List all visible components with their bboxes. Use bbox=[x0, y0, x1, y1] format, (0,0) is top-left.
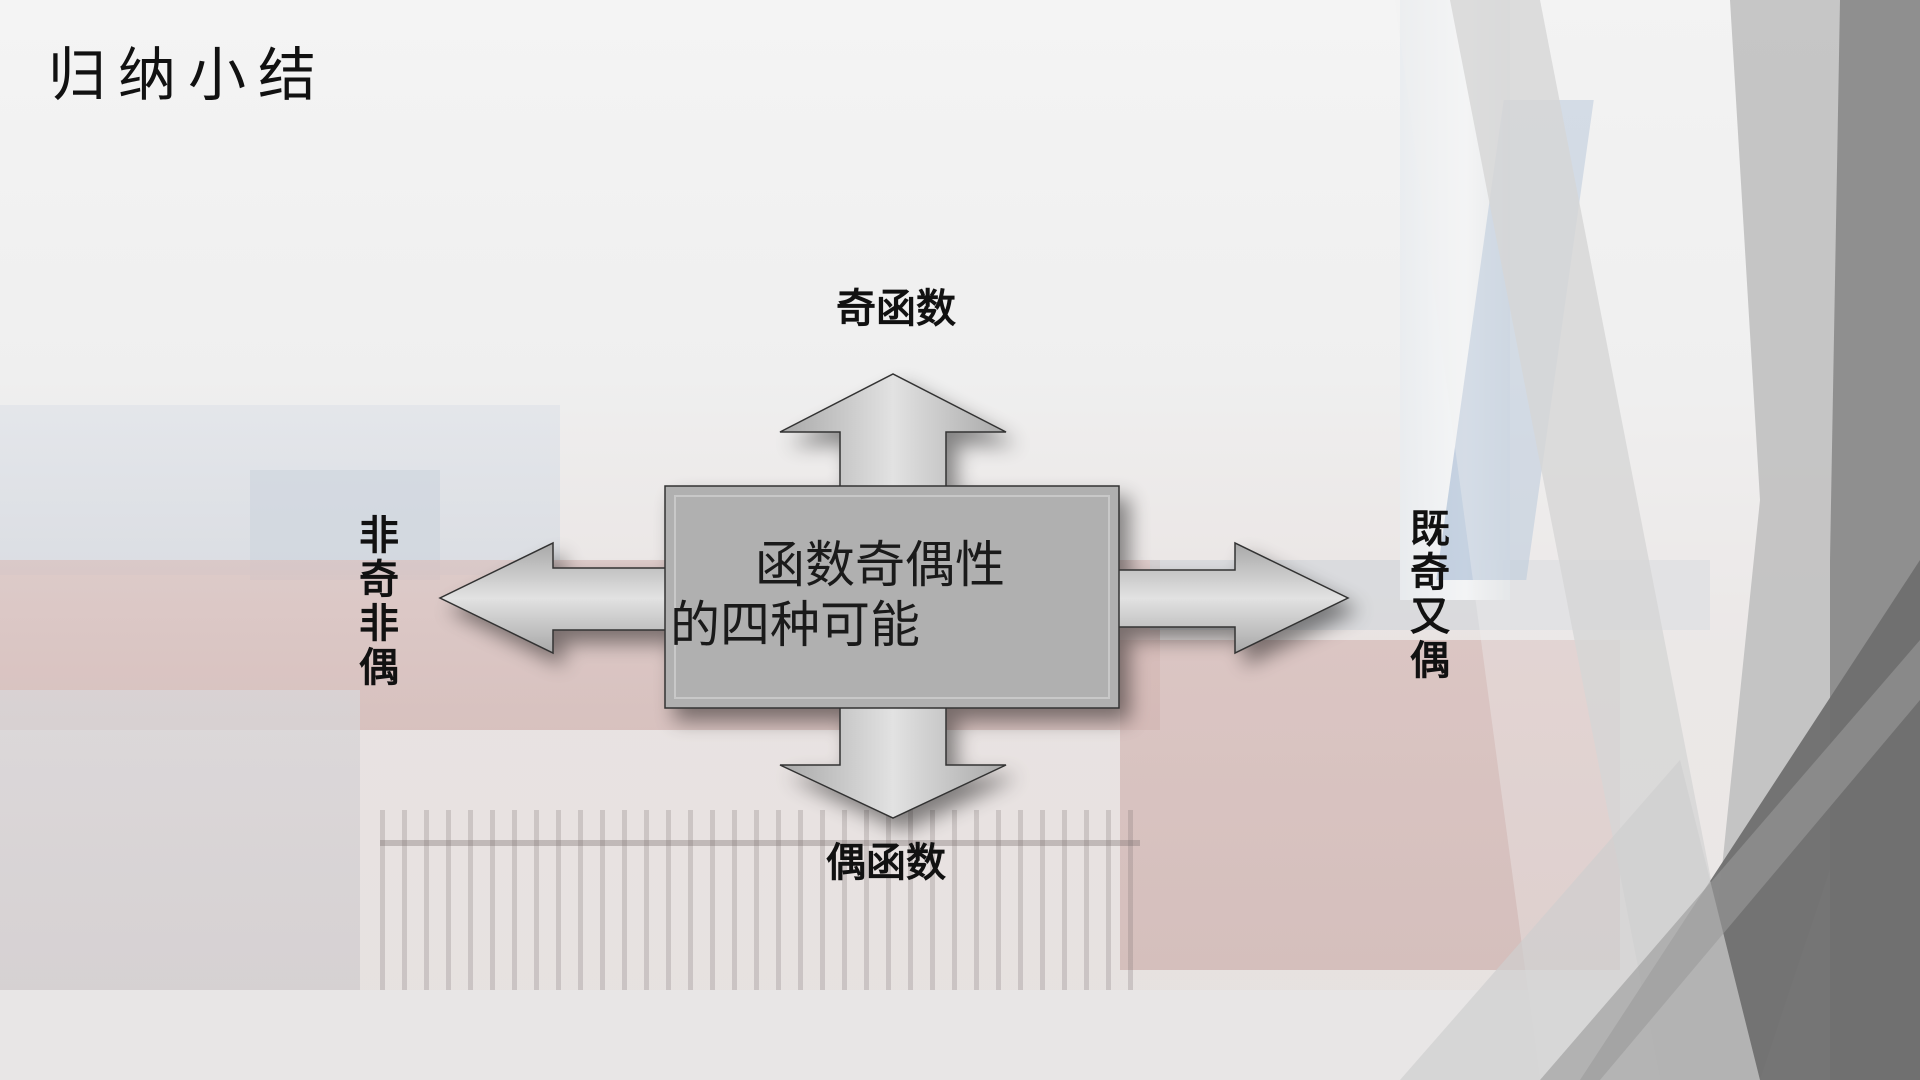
arrow-down bbox=[780, 702, 1006, 818]
arrow-up bbox=[780, 374, 1006, 488]
center-text-line1: 函数奇偶性 bbox=[670, 535, 1090, 595]
label-even-function: 偶函数 bbox=[826, 830, 946, 888]
arrow-right bbox=[1115, 543, 1348, 653]
center-text-line2: 的四种可能 bbox=[670, 595, 1090, 655]
label-neither-odd-nor-even: 非奇非偶 bbox=[357, 514, 401, 690]
center-text: 函数奇偶性 的四种可能 bbox=[670, 535, 1090, 655]
arrow-left bbox=[440, 543, 670, 653]
label-odd-function: 奇函数 bbox=[836, 276, 956, 334]
label-both-odd-and-even: 既奇又偶 bbox=[1408, 507, 1452, 683]
